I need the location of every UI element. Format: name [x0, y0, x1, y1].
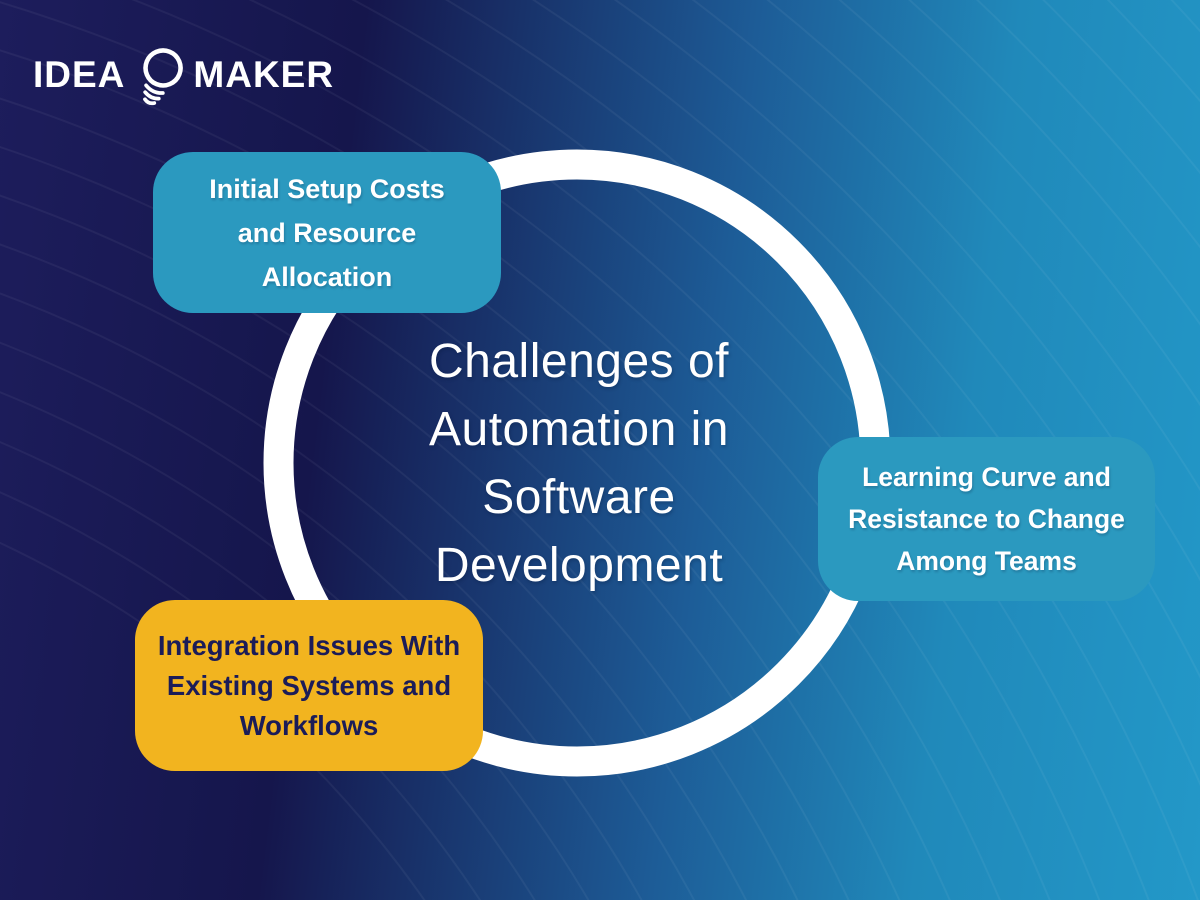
lightbulb-icon: [143, 48, 184, 106]
node-label-line: Workflows: [239, 709, 379, 741]
title-line: Development: [434, 539, 724, 592]
node-learning-curve: Learning Curve and Resistance to Change …: [818, 437, 1155, 601]
title-line: Automation in: [428, 403, 729, 456]
node-label-line: Allocation: [261, 261, 393, 292]
node-label-line: Resistance to Change: [848, 504, 1125, 534]
node-label-line: Initial Setup Costs: [209, 173, 445, 204]
node-label-line: Existing Systems and: [166, 669, 452, 701]
node-integration-issues: Integration Issues With Existing Systems…: [135, 600, 483, 771]
node-label-line: Among Teams: [896, 546, 1077, 576]
title-line: Software: [482, 471, 676, 524]
node-label-line: Learning Curve and: [862, 462, 1111, 492]
logo-maker-text: MAKER: [193, 54, 335, 95]
node-label-line: and Resource: [237, 217, 417, 248]
diagram-title: Challenges of Automation in Software Dev…: [259, 328, 899, 600]
node-label-line: Integration Issues With: [157, 629, 461, 661]
title-line: Challenges of: [428, 335, 730, 388]
node-initial-setup-costs: Initial Setup Costs and Resource Allocat…: [153, 152, 501, 313]
logo-idea-text: IDEA: [33, 54, 126, 95]
logo: IDEA MAKER: [33, 40, 334, 116]
